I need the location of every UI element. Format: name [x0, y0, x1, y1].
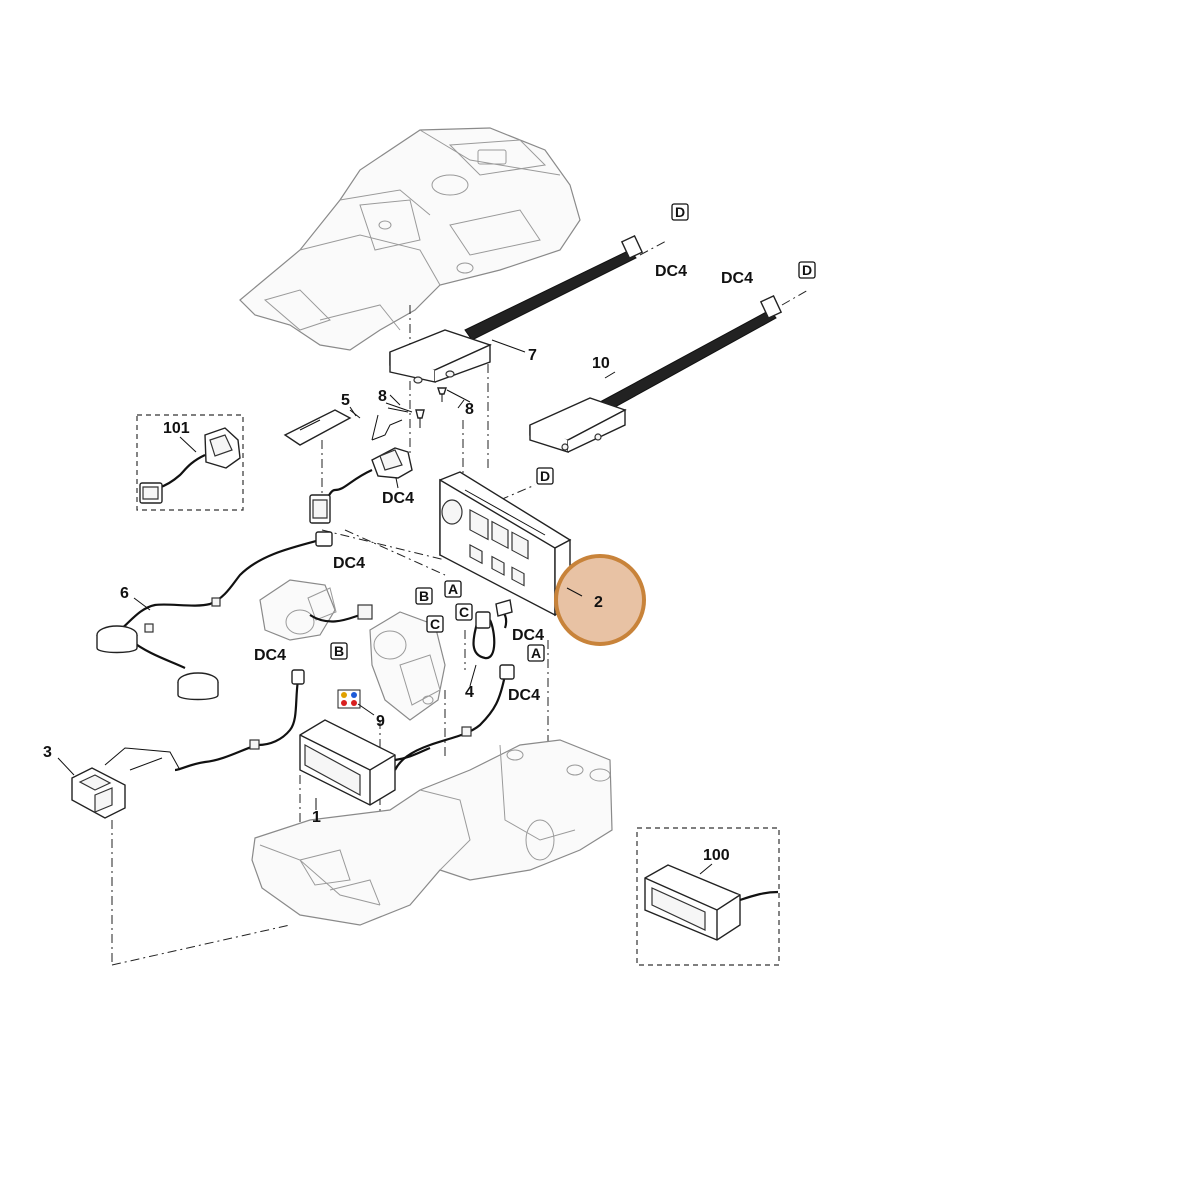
dc4-label: DC4	[508, 687, 540, 704]
part-label-10: 10	[592, 355, 610, 372]
part-4-sensor	[472, 599, 513, 660]
part-label-100: 100	[703, 847, 730, 864]
connector-tag-c: C	[426, 615, 444, 633]
part-label-1: 1	[312, 809, 321, 826]
part-101-box	[136, 414, 244, 511]
svg-text:B: B	[334, 643, 344, 659]
harness-center	[309, 447, 413, 524]
part-9-label	[337, 689, 361, 709]
svg-text:A: A	[531, 645, 541, 661]
chassis-base	[251, 739, 613, 926]
part-label-2: 2	[594, 594, 603, 611]
svg-text:D: D	[802, 262, 812, 278]
svg-text:D: D	[675, 204, 685, 220]
dc4-label: DC4	[382, 490, 414, 507]
part-7-cable	[389, 234, 644, 384]
svg-text:D: D	[540, 468, 550, 484]
connector-tag-d: D	[671, 203, 689, 221]
part-10-cable	[529, 294, 783, 453]
svg-text:A: A	[448, 581, 458, 597]
part-1-battery	[299, 719, 431, 806]
motor-c	[369, 611, 446, 721]
connector-tag-b: B	[415, 587, 433, 605]
part-6-harness	[96, 531, 333, 701]
part-label-6: 6	[120, 585, 129, 602]
dc4-label: DC4	[333, 555, 365, 572]
part-label-8-right: 8	[465, 401, 474, 418]
dc4-labels: DC4 DC4 DC4 DC4 DC4 DC4 DC4	[254, 263, 753, 704]
part-label-4: 4	[465, 684, 474, 701]
part-100-box	[636, 827, 780, 966]
part-label-3: 3	[43, 744, 52, 761]
dc4-label: DC4	[512, 627, 544, 644]
part-labels: 101 5 8 8 7 10 6 3 4 9 1 100 2	[43, 347, 730, 864]
svg-text:B: B	[419, 588, 429, 604]
part-label-5: 5	[341, 392, 350, 409]
top-housing	[239, 127, 581, 351]
connector-tags: D D D A B C C B	[330, 203, 816, 662]
dc4-label: DC4	[721, 270, 753, 287]
svg-text:C: C	[459, 604, 469, 620]
dc4-label: DC4	[655, 263, 687, 280]
connector-tag-b: B	[330, 642, 348, 660]
part-label-8-left: 8	[378, 388, 387, 405]
dc4-label: DC4	[254, 647, 286, 664]
part-label-101: 101	[163, 420, 190, 437]
connector-tag-a: A	[444, 580, 462, 598]
part-5-plate	[283, 394, 465, 446]
connector-tag-c: C	[455, 603, 473, 621]
connector-tag-d: D	[798, 261, 816, 279]
part-label-9: 9	[376, 713, 385, 730]
connector-tag-d: D	[536, 467, 554, 485]
screws	[415, 387, 447, 428]
part-3-block	[71, 747, 181, 819]
highlight-marker	[554, 554, 646, 646]
part-label-7: 7	[528, 347, 537, 364]
svg-text:C: C	[430, 616, 440, 632]
connector-tag-a: A	[527, 644, 545, 662]
motor-b	[259, 579, 373, 641]
